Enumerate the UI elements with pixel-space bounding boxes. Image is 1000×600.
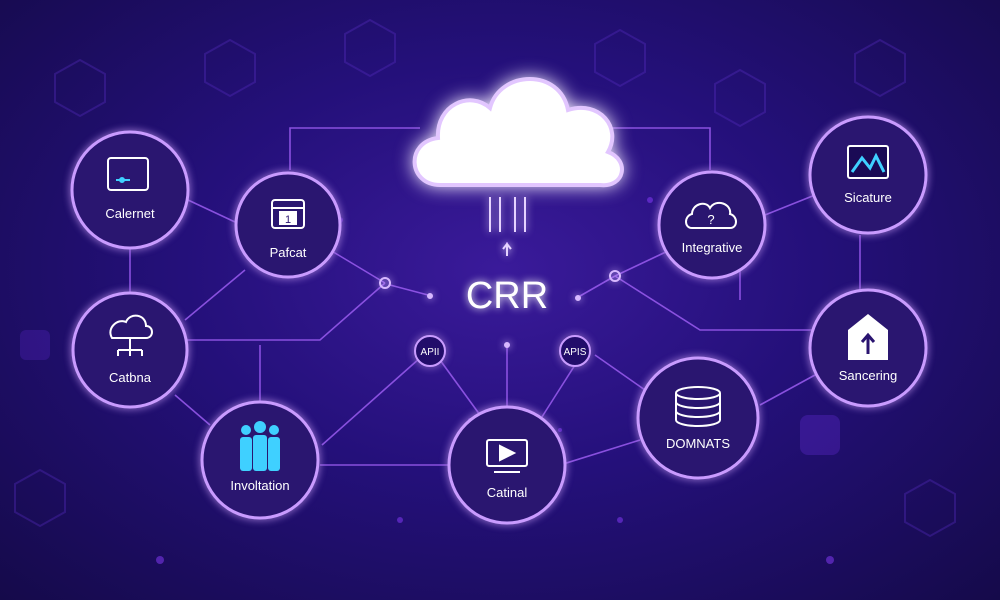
node-integrative[interactable]: ? Integrative: [657, 170, 767, 280]
svg-text:1: 1: [285, 214, 291, 226]
connector-label: APIS: [564, 347, 587, 358]
node-label: Catinal: [487, 485, 528, 500]
node-involtation[interactable]: Involtation: [200, 400, 320, 520]
svg-text:?: ?: [707, 212, 714, 227]
database-icon: [675, 386, 721, 427]
hub-label: CRR: [466, 275, 548, 317]
node-sicature[interactable]: Sicature: [808, 115, 928, 235]
calendar-icon: 1: [271, 199, 305, 229]
node-catbna[interactable]: Catbna: [71, 291, 189, 409]
cloud-rain-lines: [489, 197, 526, 256]
connector-label: APII: [421, 347, 440, 358]
node-domnats[interactable]: DOMNATS: [636, 356, 760, 480]
junction-dots: [379, 270, 621, 348]
video-player-icon: [486, 439, 528, 473]
chart-image-icon: [847, 145, 889, 179]
upload-house-icon: [848, 314, 888, 360]
browser-window-icon: [107, 157, 149, 191]
people-group-icon: [240, 421, 280, 471]
node-label: Catbna: [109, 370, 152, 385]
node-label: Calernet: [105, 206, 155, 221]
node-pafcat[interactable]: 1 Pafcat: [234, 171, 342, 279]
node-label: Sicature: [844, 190, 892, 205]
node-label: Involtation: [230, 478, 289, 493]
node-sancering[interactable]: Sancering: [808, 288, 928, 408]
connector-badge-apis: APIS: [559, 335, 591, 367]
node-calernet[interactable]: Calernet: [70, 130, 190, 250]
cloud-icon: [412, 77, 624, 188]
tree-network-icon: [109, 314, 153, 356]
hub-cloud: [412, 77, 624, 188]
node-label: Integrative: [682, 240, 743, 255]
background-hexagons: [14, 18, 956, 538]
cloud-question-icon: ?: [685, 201, 737, 229]
node-catinal[interactable]: Catinal: [447, 405, 567, 525]
node-label: Sancering: [839, 368, 898, 383]
connector-badge-apii: APII: [414, 335, 446, 367]
node-label: Pafcat: [270, 245, 307, 260]
node-label: DOMNATS: [666, 436, 730, 451]
